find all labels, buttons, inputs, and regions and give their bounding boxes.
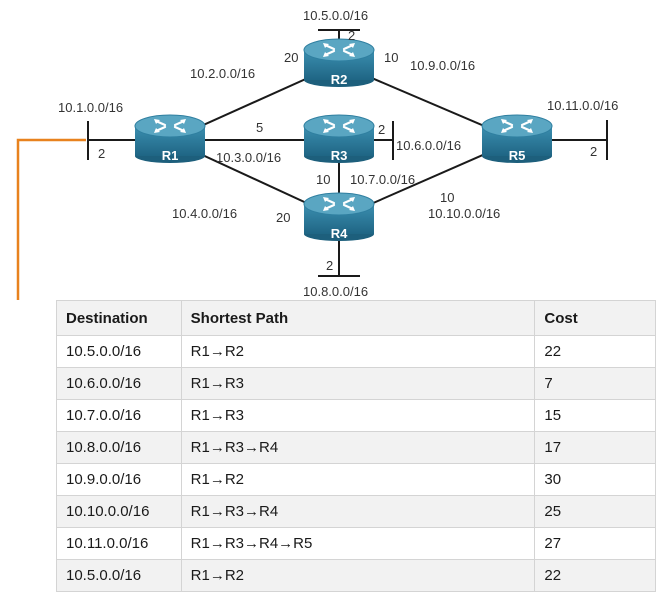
cost-label: 20 (284, 50, 298, 65)
table-row: 10.10.0.0/16 R1→R3→R4 25 (56, 495, 656, 528)
shortest-path-table: Destination Shortest Path Cost 10.5.0.0/… (56, 300, 656, 592)
column-header-cost: Cost (534, 300, 656, 336)
network-label: 10.10.0.0/16 (428, 206, 500, 221)
table-row: 10.9.0.0/16 R1→R2 30 (56, 463, 656, 496)
network-label: 10.11.0.0/16 (547, 98, 618, 113)
router-label: R3 (331, 148, 348, 163)
cell-path: R1→R3 (180, 399, 536, 432)
table-row: 10.6.0.0/16 R1→R3 7 (56, 367, 656, 400)
cost-label: 10 (384, 50, 398, 65)
cell-path: R1→R2 (180, 335, 536, 368)
pointer-arrow (16, 138, 86, 300)
table-header-row: Destination Shortest Path Cost (56, 300, 656, 336)
cost-label: 10 (316, 172, 330, 187)
network-label: 10.1.0.0/16 (58, 100, 123, 115)
cell-cost: 15 (534, 399, 656, 432)
network-label: 10.5.0.0/16 (303, 8, 368, 23)
table-row: 10.5.0.0/16 R1→R2 22 (56, 559, 656, 592)
table-row: 10.5.0.0/16 R1→R2 22 (56, 335, 656, 368)
table-row: 10.8.0.0/16 R1→R3→R4 17 (56, 431, 656, 464)
network-label: 10.2.0.0/16 (190, 66, 255, 81)
cell-cost: 27 (534, 527, 656, 560)
cell-destination: 10.10.0.0/16 (56, 495, 182, 528)
column-header-destination: Destination (56, 300, 182, 336)
cost-label: 20 (276, 210, 290, 225)
cell-destination: 10.7.0.0/16 (56, 399, 182, 432)
cell-path: R1→R3 (180, 367, 536, 400)
column-header-shortest-path: Shortest Path (180, 300, 536, 336)
cell-destination: 10.5.0.0/16 (56, 559, 182, 592)
cell-path: R1→R3→R4 (180, 431, 536, 464)
cell-destination: 10.5.0.0/16 (56, 335, 182, 368)
network-label: 10.7.0.0/16 (350, 172, 415, 187)
cell-cost: 22 (534, 335, 656, 368)
cost-label: 2 (590, 144, 597, 159)
router-label: R1 (162, 148, 179, 163)
router-r4[interactable]: R4 (303, 191, 375, 242)
cell-cost: 22 (534, 559, 656, 592)
network-label: 10.6.0.0/16 (396, 138, 461, 153)
network-label: 10.8.0.0/16 (303, 284, 368, 299)
cell-cost: 7 (534, 367, 656, 400)
network-label: 10.3.0.0/16 (216, 150, 281, 165)
cost-label: 10 (440, 190, 454, 205)
cell-cost: 30 (534, 463, 656, 496)
cell-cost: 25 (534, 495, 656, 528)
shortest-path-table-container: Destination Shortest Path Cost 10.5.0.0/… (56, 300, 656, 592)
network-labels: 10.1.0.0/16 10.2.0.0/16 10.3.0.0/16 10.4… (58, 8, 618, 299)
network-topology-diagram: R1 R2 R3 R4 R5 10.1.0.0/16 10.2.0.0/16 1… (16, 8, 618, 300)
cell-destination: 10.11.0.0/16 (56, 527, 182, 560)
cost-label: 5 (256, 120, 263, 135)
cell-cost: 17 (534, 431, 656, 464)
table-row: 10.11.0.0/16 R1→R3→R4→R5 27 (56, 527, 656, 560)
network-label: 10.9.0.0/16 (410, 58, 475, 73)
network-label: 10.4.0.0/16 (172, 206, 237, 221)
cell-destination: 10.9.0.0/16 (56, 463, 182, 496)
cost-label: 2 (98, 146, 105, 161)
router-label: R2 (331, 72, 348, 87)
router-label: R5 (509, 148, 526, 163)
cost-labels: 2 20 5 2 20 2 10 2 10 10 2 (98, 28, 597, 273)
cost-label: 2 (378, 122, 385, 137)
cost-label: 2 (348, 28, 355, 43)
cell-path: R1→R2 (180, 559, 536, 592)
cell-path: R1→R3→R4 (180, 495, 536, 528)
router-r2[interactable]: R2 (303, 37, 375, 88)
cell-path: R1→R3→R4→R5 (180, 527, 536, 560)
router-r1[interactable]: R1 (134, 113, 206, 164)
cell-path: R1→R2 (180, 463, 536, 496)
table-row: 10.7.0.0/16 R1→R3 15 (56, 399, 656, 432)
router-r3[interactable]: R3 (303, 113, 375, 164)
router-label: R4 (331, 226, 348, 241)
cell-destination: 10.8.0.0/16 (56, 431, 182, 464)
router-r5[interactable]: R5 (481, 113, 553, 164)
cell-destination: 10.6.0.0/16 (56, 367, 182, 400)
cost-label: 2 (326, 258, 333, 273)
